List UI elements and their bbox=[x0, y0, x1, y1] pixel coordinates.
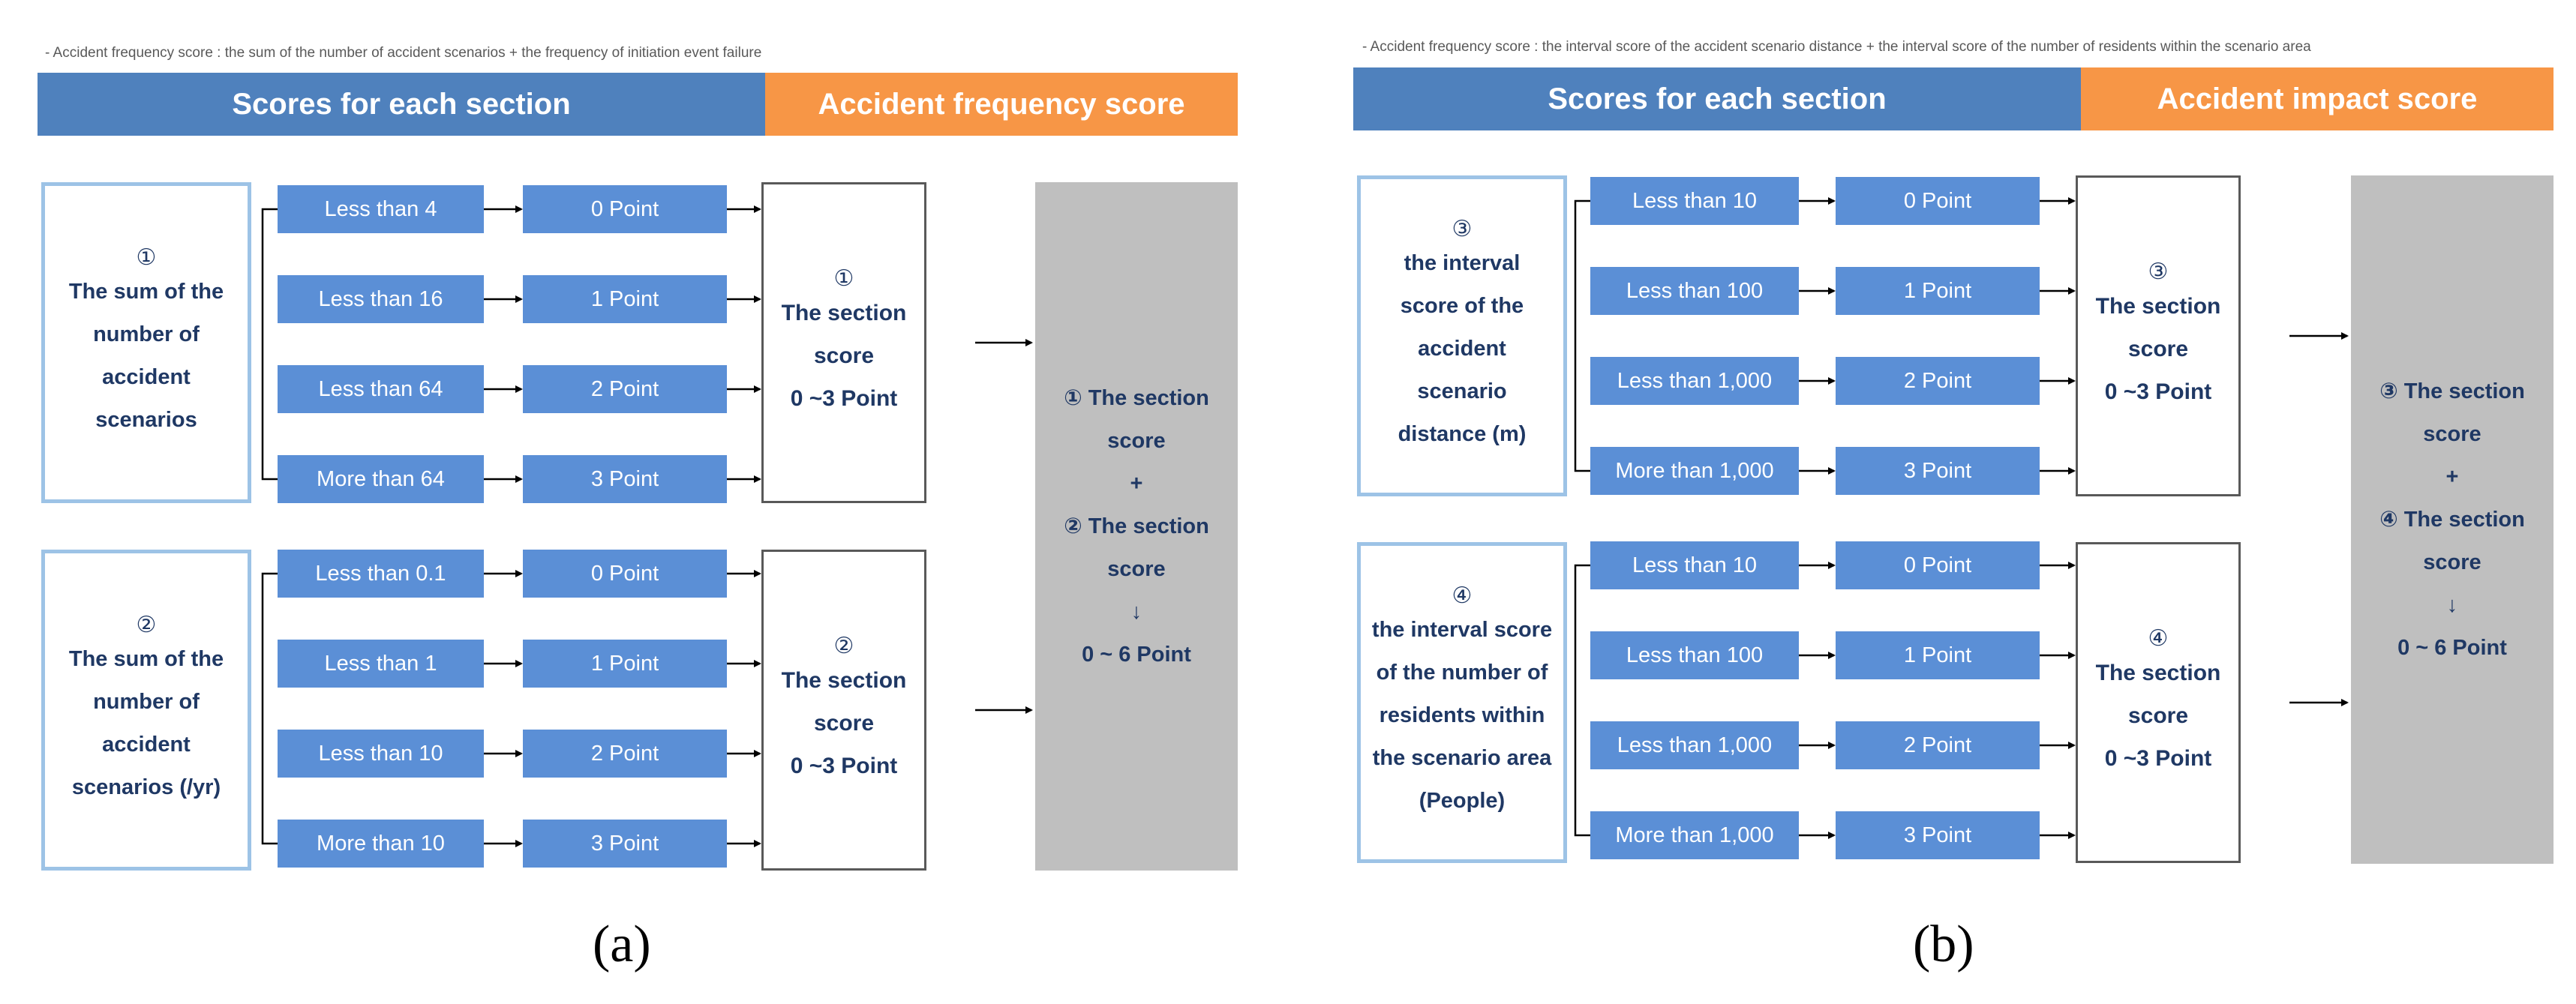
panel-b-g2-point-0: 0 Point bbox=[1836, 541, 2040, 589]
panel-a-g2-range-0: Less than 0.1 bbox=[278, 550, 484, 598]
panel-a-g1-range-3: More than 64 bbox=[278, 455, 484, 503]
panel-b-caption: - Accident frequency score : the interva… bbox=[1362, 39, 2311, 55]
panel-a-connectors bbox=[261, 205, 1033, 847]
panel-b-g2-point-3: 3 Point bbox=[1836, 811, 2040, 859]
panel-a-group1-label-box: ① The sum of the number of accident scen… bbox=[41, 182, 251, 503]
panel-b-group2-section-marker: ④ bbox=[2148, 626, 2169, 651]
panel-b-total-line-3: ④ The section bbox=[2379, 507, 2525, 532]
panel-b-g1-point-2: 2 Point bbox=[1836, 357, 2040, 405]
panel-b-group1-label-box: ③ the interval score of the accident sce… bbox=[1357, 175, 1567, 496]
panel-a-g1-bracket bbox=[261, 208, 278, 481]
panel-b-g1-bracket bbox=[1574, 199, 1590, 472]
panel-a-g2-range-2: Less than 10 bbox=[278, 730, 484, 778]
panel-a-header-left: Scores for each section bbox=[38, 73, 765, 136]
panel-b-group2-marker: ④ bbox=[1452, 583, 1473, 608]
panel-a: - Accident frequency score : the sum of … bbox=[0, 0, 1275, 1004]
panel-b-total-line-6: 0 ~ 6 Point bbox=[2397, 635, 2507, 660]
panel-a-total-line-5: ↓ bbox=[1130, 599, 1142, 624]
panel-b-group1-marker: ③ bbox=[1452, 217, 1473, 241]
panel-a-g2-point-2: 2 Point bbox=[523, 730, 727, 778]
panel-a-group1-section-marker: ① bbox=[833, 266, 854, 291]
panel-a-g1-range-1: Less than 16 bbox=[278, 275, 484, 323]
panel-a-group2-label: The sum of the number of accident scenar… bbox=[68, 646, 224, 799]
panel-b-sublabel: (b) bbox=[1913, 916, 1974, 973]
panel-b-g2-range-2: Less than 1,000 bbox=[1590, 721, 1799, 769]
panel-b-total-line-0: ③ The section bbox=[2379, 379, 2525, 403]
panel-a-group2-marker: ② bbox=[136, 612, 157, 637]
panel-a-group2-label-box: ② The sum of the number of accident scen… bbox=[41, 550, 251, 871]
panel-b-header-left: Scores for each section bbox=[1353, 67, 2081, 130]
panel-a-sublabel: (a) bbox=[593, 916, 651, 973]
panel-a-group2-section-box: ② The section score 0 ~3 Point bbox=[761, 550, 926, 871]
panel-b-g2-point-2: 2 Point bbox=[1836, 721, 2040, 769]
panel-a-group1-section-box: ① The section score 0 ~3 Point bbox=[761, 182, 926, 503]
panel-b-group2-label: the interval score of the number of resi… bbox=[1371, 618, 1553, 813]
panel-a-caption: - Accident frequency score : the sum of … bbox=[45, 45, 762, 61]
panel-b-g1-range-3: More than 1,000 bbox=[1590, 447, 1799, 495]
panel-a-total-line-1: score bbox=[1107, 428, 1166, 453]
panel-b-g2-range-0: Less than 10 bbox=[1590, 541, 1799, 589]
panel-a-g2-point-0: 0 Point bbox=[523, 550, 727, 598]
panel-a-g2-range-3: More than 10 bbox=[278, 820, 484, 868]
panel-a-group1-section-text: The section score 0 ~3 Point bbox=[781, 301, 907, 411]
panel-a-g1-point-3: 3 Point bbox=[523, 455, 727, 503]
panel-b: - Accident frequency score : the interva… bbox=[1301, 0, 2576, 1004]
panel-a-total-line-0: ① The section bbox=[1064, 385, 1209, 410]
panel-a-group2-section-text: The section score 0 ~3 Point bbox=[781, 668, 907, 778]
panel-b-g2-point-1: 1 Point bbox=[1836, 631, 2040, 679]
panel-a-total-box: ① The section score + ② The section scor… bbox=[1035, 182, 1238, 871]
panel-b-group2-label-box: ④ the interval score of the number of re… bbox=[1357, 542, 1567, 863]
panel-b-g1-point-1: 1 Point bbox=[1836, 267, 2040, 315]
panel-b-total-box: ③ The section score + ④ The section scor… bbox=[2351, 175, 2553, 864]
panel-b-g1-range-2: Less than 1,000 bbox=[1590, 357, 1799, 405]
panel-b-connectors bbox=[1574, 197, 2349, 839]
panel-a-g2-bracket bbox=[261, 572, 278, 845]
panel-b-group2-section-text: The section score 0 ~3 Point bbox=[2095, 661, 2221, 771]
panel-b-total-line-1: score bbox=[2423, 421, 2481, 446]
panel-a-g2-point-3: 3 Point bbox=[523, 820, 727, 868]
panel-a-g1-point-2: 2 Point bbox=[523, 365, 727, 413]
panel-a-g2-point-1: 1 Point bbox=[523, 640, 727, 688]
panel-b-group1-section-text: The section score 0 ~3 Point bbox=[2095, 294, 2221, 404]
panel-a-group1-label: The sum of the number of accident scenar… bbox=[68, 279, 224, 432]
panel-b-total-line-5: ↓ bbox=[2446, 592, 2458, 617]
panel-b-g2-range-1: Less than 100 bbox=[1590, 631, 1799, 679]
panel-b-g1-range-0: Less than 10 bbox=[1590, 177, 1799, 225]
panel-b-header-right: Accident impact score bbox=[2081, 67, 2553, 130]
panel-b-g1-point-0: 0 Point bbox=[1836, 177, 2040, 225]
panel-a-group2-section-marker: ② bbox=[833, 634, 854, 658]
panel-a-g1-range-0: Less than 4 bbox=[278, 185, 484, 233]
panel-b-group1-section-box: ③ The section score 0 ~3 Point bbox=[2076, 175, 2241, 496]
panel-b-total-line-4: score bbox=[2423, 550, 2481, 574]
panel-b-g2-range-3: More than 1,000 bbox=[1590, 811, 1799, 859]
panel-b-total-line-2: + bbox=[2445, 464, 2459, 489]
panel-a-header-right: Accident frequency score bbox=[765, 73, 1238, 136]
panel-b-group1-section-marker: ③ bbox=[2148, 259, 2169, 284]
panel-b-g1-point-3: 3 Point bbox=[1836, 447, 2040, 495]
panel-a-total-line-2: + bbox=[1130, 471, 1143, 496]
panel-b-group1-label: the interval score of the accident scena… bbox=[1398, 251, 1527, 446]
panel-b-g1-range-1: Less than 100 bbox=[1590, 267, 1799, 315]
panel-a-g2-range-1: Less than 1 bbox=[278, 640, 484, 688]
panel-a-total-line-6: 0 ~ 6 Point bbox=[1082, 642, 1191, 667]
panel-a-total-line-3: ② The section bbox=[1064, 514, 1209, 538]
panel-a-g1-point-0: 0 Point bbox=[523, 185, 727, 233]
panel-a-g1-range-2: Less than 64 bbox=[278, 365, 484, 413]
panel-a-g1-point-1: 1 Point bbox=[523, 275, 727, 323]
panel-b-g2-bracket bbox=[1574, 564, 1590, 837]
panel-b-group2-section-box: ④ The section score 0 ~3 Point bbox=[2076, 542, 2241, 863]
panel-a-total-line-4: score bbox=[1107, 556, 1166, 581]
panel-a-group1-marker: ① bbox=[136, 244, 157, 270]
